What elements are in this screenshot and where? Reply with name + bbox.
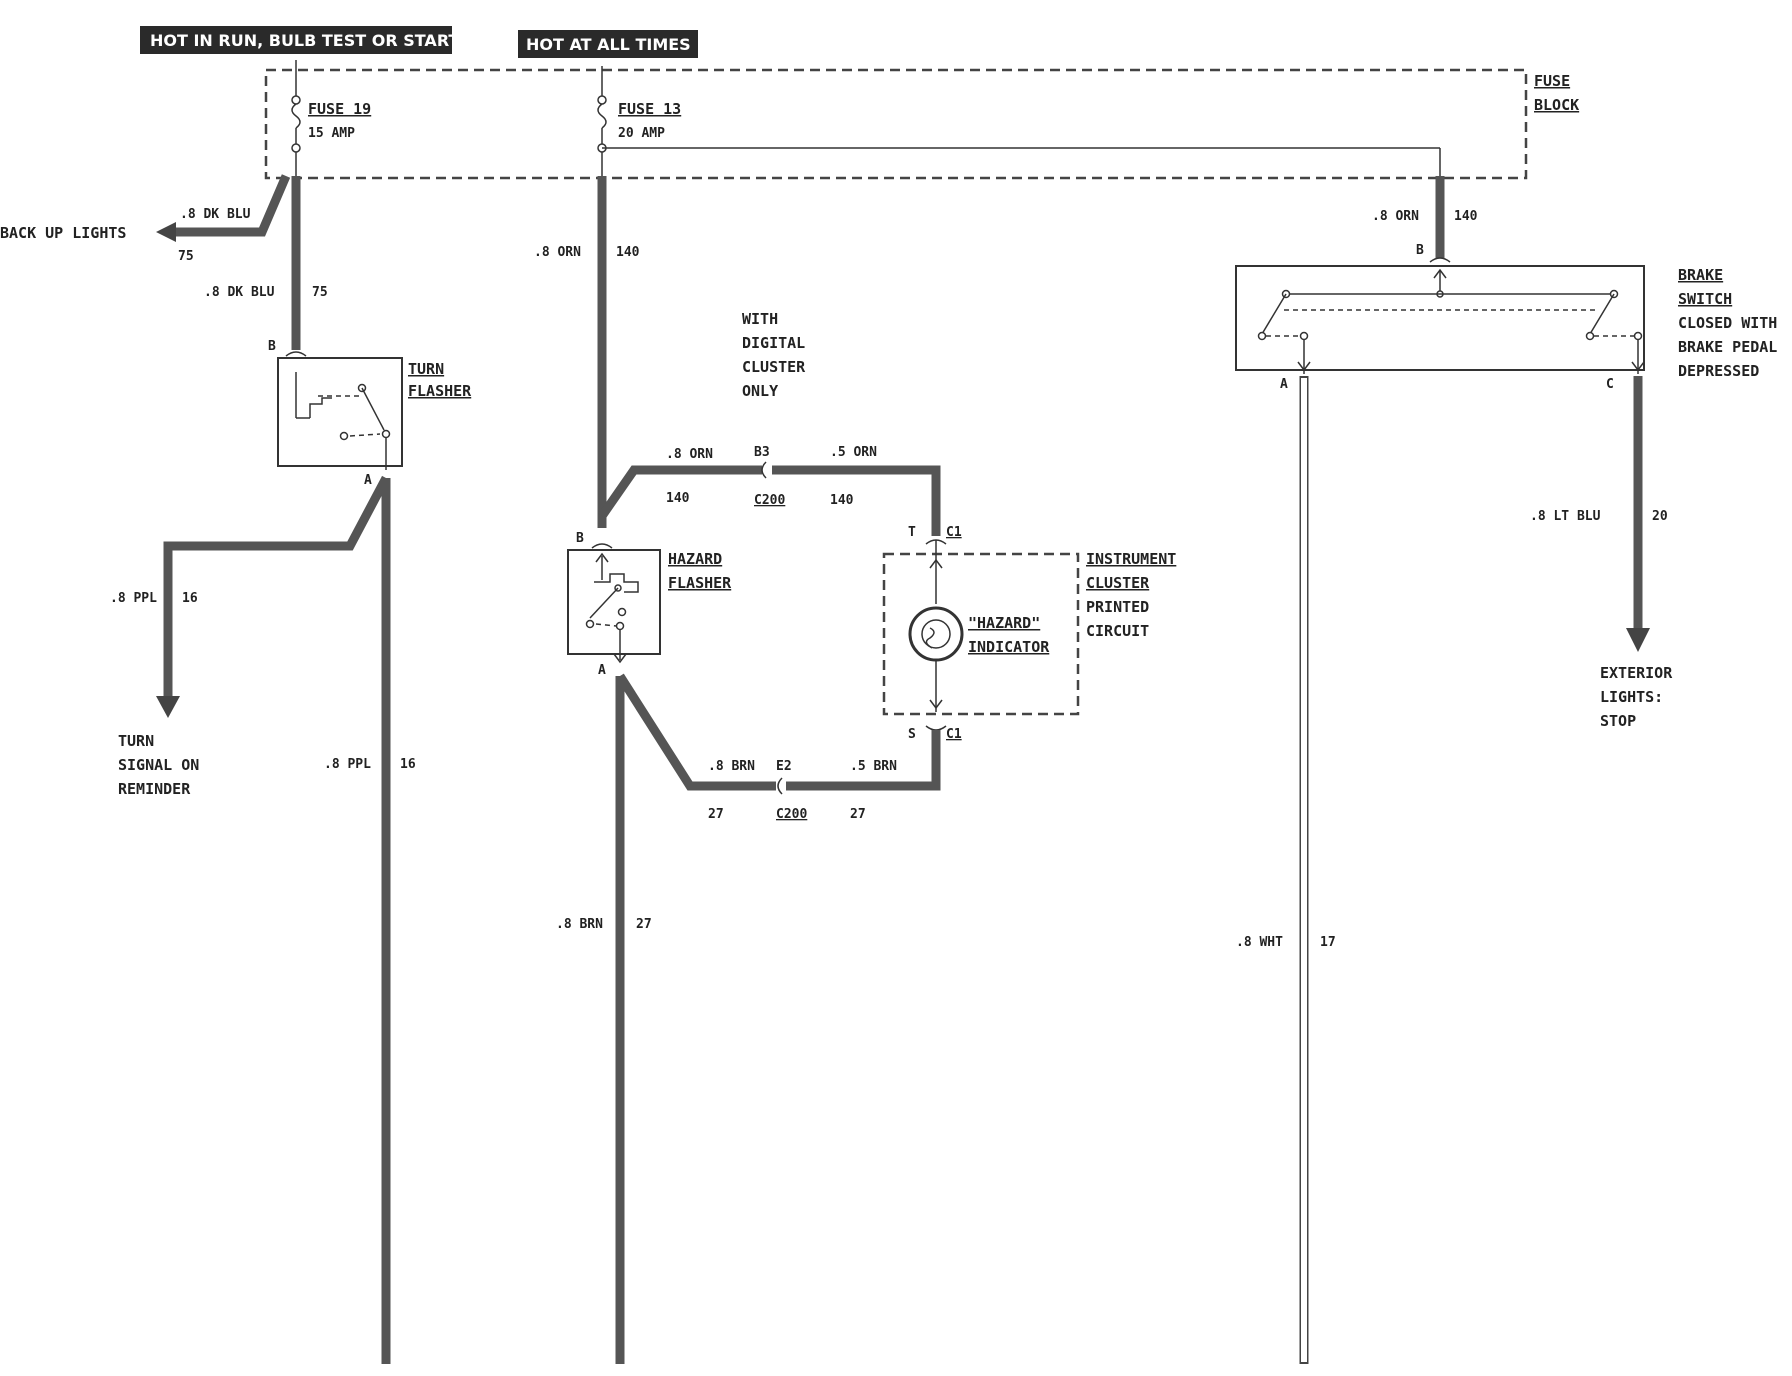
digital-note-line4: ONLY [742,382,778,400]
c200-top-left-circuit: 140 [666,491,690,506]
banner-hot-at-all-times: HOT AT ALL TIMES [518,30,698,58]
wire-140-brake-color: .8 ORN [1372,209,1419,224]
hazard-flasher-label-line1: HAZARD [668,550,722,568]
digital-note-line3: CLUSTER [742,358,806,376]
cluster-conn-t: C1 [946,525,962,540]
c200-top-connector: C200 [754,493,785,508]
hazard-flasher-term-b: B [576,531,584,546]
wire-140-to-c200 [598,465,762,519]
cluster-term-t: T [908,525,916,540]
wire-140-brake-circuit: 140 [1454,209,1478,224]
fuse-block-label-line1: FUSE [1534,72,1570,90]
banner-hot-in-run-text: HOT IN RUN, BULB TEST OR START [150,31,459,50]
digital-note-line2: DIGITAL [742,334,805,352]
wire-140-main-circuit: 140 [616,245,640,260]
turn-flasher-term-a: A [364,473,372,488]
c200-top-right-circuit: 140 [830,493,854,508]
fuse-19 [291,60,301,176]
fuse-13-name: FUSE 13 [618,100,681,118]
wire-17-circuit: 17 [1320,935,1336,950]
turn-flasher-label-line2: FLASHER [408,382,472,400]
turn-reminder-label-line3: REMINDER [118,780,191,798]
wire-75-circuit: 75 [312,285,328,300]
wire-140-main-color: .8 ORN [534,245,581,260]
backup-lights-label: BACK UP LIGHTS [0,224,126,242]
cluster-t-connector-icon [925,539,947,545]
fuse-block-outline [264,68,1528,180]
fuse-19-rating: 15 AMP [308,126,355,141]
c200-bottom-right-color: .5 BRN [850,759,897,774]
wire-27-circuit: 27 [636,917,652,932]
hazard-indicator-lamp [908,540,964,712]
stop-lights-label-line2: LIGHTS: [1600,688,1663,706]
stop-lights-label-line3: STOP [1600,712,1636,730]
brake-switch-label-line1: BRAKE [1678,266,1723,284]
stop-lights-label-line1: EXTERIOR [1600,664,1673,682]
turn-reminder-arrow [156,696,180,718]
wire-20-circuit: 20 [1652,509,1668,524]
turn-reminder-wire-color: .8 PPL [110,591,157,606]
hazard-flasher-term-a: A [598,663,606,678]
cluster-s-connector-icon [925,725,947,731]
backup-wire-circuit: 75 [178,249,194,264]
cluster-label-line2: CLUSTER [1086,574,1150,592]
brake-switch-label-line5: DEPRESSED [1678,362,1759,380]
cluster-label-line1: INSTRUMENT [1086,550,1176,568]
cluster-label-line3: PRINTED [1086,598,1149,616]
wire-17-color: .8 WHT [1236,935,1283,950]
brake-switch [1235,257,1645,374]
cluster-term-s: S [908,727,916,742]
wire-27-color: .8 BRN [556,917,603,932]
c200-top-connector-icon [761,461,767,479]
c200-top-pin: B3 [754,445,770,460]
turn-flasher-term-b: B [268,339,276,354]
banner-hot-at-all-times-text: HOT AT ALL TIMES [526,35,691,54]
c200-bottom-left-color: .8 BRN [708,759,755,774]
turn-reminder-label-line1: TURN [118,732,154,750]
hazard-flasher [567,543,661,664]
brake-switch-label-line4: BRAKE PEDAL [1678,338,1777,356]
brake-switch-term-b: B [1416,243,1424,258]
hazard-flasher-label-line2: FLASHER [668,574,732,592]
backup-wire-color: .8 DK BLU [180,207,251,222]
c200-bottom-connector-icon [777,777,783,795]
digital-note-line1: WITH [742,310,778,328]
stop-lights-arrow [1626,628,1650,652]
c200-top-left-color: .8 ORN [666,447,713,462]
hazard-indicator-label-line2: INDICATOR [968,638,1050,656]
wire-75-color: .8 DK BLU [204,285,275,300]
wire-140-to-cluster [772,465,941,536]
turn-reminder-wire [163,475,390,700]
c200-bottom-left-circuit: 27 [708,807,724,822]
fuse-13-rating: 20 AMP [618,126,665,141]
turn-flasher [277,351,403,470]
wire-27-from-cluster [786,730,941,791]
hazard-indicator-label-line1: "HAZARD" [968,614,1040,632]
turn-reminder-label-line2: SIGNAL ON [118,756,199,774]
fuse-19-name: FUSE 19 [308,100,371,118]
c200-bottom-pin: E2 [776,759,792,774]
wire-16-circuit: 16 [400,757,416,772]
brake-switch-label-line2: SWITCH [1678,290,1732,308]
fuse-block-label-line2: BLOCK [1534,96,1579,114]
wire-20-color: .8 LT BLU [1530,509,1601,524]
wire-16-color: .8 PPL [324,757,371,772]
brake-switch-label-line3: CLOSED WITH [1678,314,1777,332]
backup-lights-wire [172,174,291,237]
cluster-label-line4: CIRCUIT [1086,622,1149,640]
brake-switch-term-c: C [1606,377,1614,392]
c200-bottom-connector: C200 [776,807,807,822]
c200-bottom-right-circuit: 27 [850,807,866,822]
banner-hot-in-run: HOT IN RUN, BULB TEST OR START [140,26,459,54]
c200-top-right-color: .5 ORN [830,445,877,460]
fuse-13 [597,66,1441,178]
turn-reminder-circuit: 16 [182,591,198,606]
backup-lights-arrow [156,222,176,242]
brake-switch-term-a: A [1280,377,1288,392]
cluster-conn-s: C1 [946,727,962,742]
turn-flasher-label-line1: TURN [408,360,444,378]
instrument-cluster-outline [882,552,1080,716]
wire-27-to-c200 [616,673,776,791]
